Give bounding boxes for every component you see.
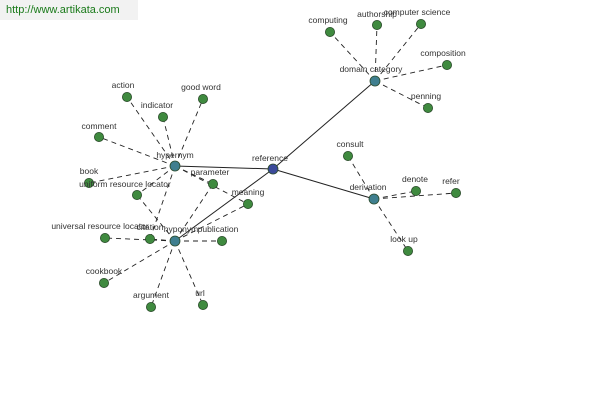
edge-domain_category-computing [329, 31, 376, 82]
label-comment: comment [82, 121, 118, 131]
label-parameter: parameter [191, 167, 230, 177]
node-reference[interactable] [267, 163, 279, 175]
node-uniform-resource-locator[interactable] [131, 189, 142, 200]
edge-reference-hypernym [174, 165, 274, 170]
edge-hyponym-cookbook [103, 240, 176, 284]
label-universal-resource-locator: universal resource locator [51, 221, 148, 231]
node-derivation[interactable] [368, 193, 380, 205]
edge-domain_category-composition [374, 64, 448, 82]
node-argument[interactable] [145, 301, 156, 312]
node-parameter[interactable] [207, 178, 218, 189]
label-refer: refer [442, 176, 460, 186]
edge-hyponym-uniform_resource_locator [136, 194, 176, 242]
label-denote: denote [402, 174, 428, 184]
node-action[interactable] [122, 92, 133, 103]
label-composition: composition [420, 48, 466, 58]
label-derivation: derivation [350, 182, 387, 192]
node-consult[interactable] [342, 150, 353, 161]
label-argument: argument [133, 290, 170, 300]
edge-derivation-look_up [373, 198, 409, 252]
label-computer-science: computer science [384, 7, 451, 17]
edge-domain_category-authorship [374, 24, 378, 82]
node-citation[interactable] [144, 233, 155, 244]
node-computer-science[interactable] [415, 18, 426, 29]
node-publication[interactable] [216, 235, 227, 246]
node-penning[interactable] [422, 103, 433, 114]
label-penning: penning [411, 91, 442, 101]
node-url[interactable] [197, 299, 208, 310]
edge-domain_category-computer_science [374, 23, 422, 82]
node-indicator[interactable] [157, 112, 168, 123]
node-comment[interactable] [94, 131, 105, 142]
label-reference: reference [252, 153, 288, 163]
label-publication: publication [198, 224, 239, 234]
node-meaning[interactable] [242, 198, 253, 209]
edge-hypernym-book [88, 165, 176, 184]
edge-hypernym-uniform_resource_locator [136, 165, 176, 196]
label-good-word: good word [181, 82, 221, 92]
label-citation: citation [137, 222, 164, 232]
node-denote[interactable] [410, 185, 421, 196]
edge-reference-hyponym [174, 168, 274, 242]
label-url: url [195, 288, 205, 298]
edge-hypernym-parameter [174, 165, 214, 185]
node-universal-resource-locator[interactable] [100, 232, 111, 243]
label-meaning: meaning [232, 187, 265, 197]
node-composition[interactable] [441, 60, 452, 71]
edge-derivation-denote [373, 190, 417, 200]
label-look-up: look up [390, 234, 418, 244]
label-cookbook: cookbook [86, 266, 123, 276]
label-consult: consult [337, 139, 365, 149]
node-book[interactable] [84, 177, 95, 188]
label-book: book [80, 166, 99, 176]
edge-derivation-refer [373, 192, 457, 200]
node-look-up[interactable] [402, 245, 413, 256]
edge-hyponym-url [174, 240, 204, 306]
label-computing: computing [308, 15, 347, 25]
site-watermark: http://www.artikata.com [0, 0, 138, 20]
edge-hyponym-meaning [174, 203, 249, 242]
node-hyponym[interactable] [169, 235, 181, 247]
graph-edges [88, 23, 457, 308]
edge-hypernym-citation [149, 165, 176, 240]
edge-reference-derivation [272, 168, 375, 200]
edge-domain_category-penning [374, 80, 429, 109]
node-cookbook[interactable] [99, 277, 110, 288]
graph-nodes [84, 18, 461, 312]
edge-hypernym-meaning [174, 165, 249, 205]
edge-reference-domain_category [272, 80, 376, 170]
label-uniform-resource-locator: uniform resource locator [79, 179, 171, 189]
node-good-word[interactable] [197, 94, 208, 105]
label-domain-category: domain category [340, 64, 404, 74]
node-hypernym[interactable] [169, 160, 181, 172]
graph-labels: reference hypernym hyponym domain category d… [51, 7, 466, 300]
edge-hyponym-parameter [174, 183, 214, 242]
node-domain-category[interactable] [369, 75, 381, 87]
label-action: action [112, 80, 135, 90]
node-authorship[interactable] [371, 19, 382, 30]
node-computing[interactable] [324, 26, 335, 37]
label-hyponym: hyponym [164, 224, 199, 234]
node-refer[interactable] [450, 187, 461, 198]
label-authorship: authorship [357, 9, 397, 19]
label-indicator: indicator [141, 100, 173, 110]
label-hypernym: hypernym [156, 150, 193, 160]
edge-hyponym-argument [150, 240, 176, 308]
edge-hypernym-good_word [174, 98, 204, 167]
edge-hypernym-comment [98, 136, 176, 167]
